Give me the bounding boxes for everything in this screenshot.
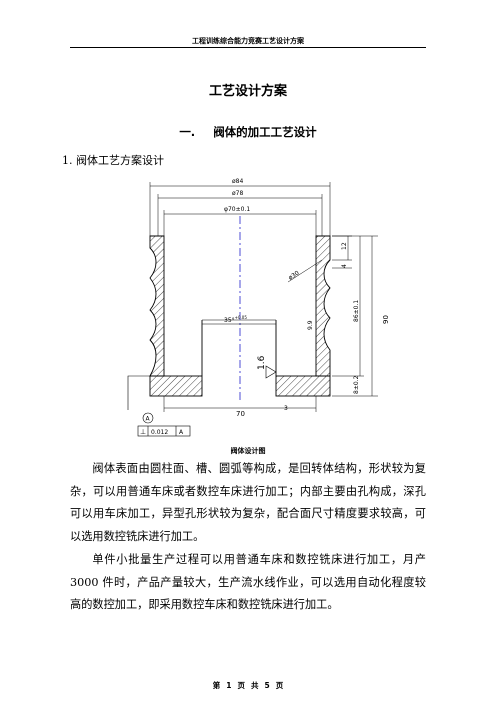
section-title: 阀体的加工工艺设计 [213, 125, 317, 139]
document-title: 工艺设计方案 [208, 84, 287, 99]
dim-70: 70 [236, 410, 245, 418]
header-rule [70, 47, 426, 48]
base-left [149, 375, 203, 397]
dim-d84: ø84 [232, 178, 243, 185]
dim-35: 35°+0.05 [224, 315, 247, 324]
section-number: 一. [179, 125, 196, 139]
dim-d70: φ70±0.1 [224, 206, 250, 213]
tolerance-frame [137, 425, 191, 437]
tolerance-symbol: ⊥ [140, 428, 146, 436]
roughness-symbol [265, 365, 277, 379]
datum-label: A [146, 416, 151, 423]
dim-8: 8±0.2 [353, 375, 360, 394]
dim-90: 90 [382, 315, 390, 324]
section-heading: 一. 阀体的加工工艺设计 [0, 124, 496, 140]
dim-12: 12 [341, 242, 348, 250]
page-number: 1 [226, 681, 232, 690]
tolerance-ref: A [179, 429, 184, 436]
dim-d78: ø78 [232, 190, 243, 197]
right-wall [315, 235, 331, 377]
roughness-value: 1.6 [257, 355, 267, 370]
tolerance-value: 0.012 [151, 429, 168, 436]
page-total: 5 [264, 681, 270, 690]
base-right [275, 375, 331, 397]
datum-a-icon [142, 412, 154, 424]
dim-86: 86±0.1 [353, 300, 360, 322]
dim-4: 4 [341, 264, 348, 268]
dim-d30: ø30 [287, 270, 300, 282]
dim-9.9: 9.9 [307, 320, 314, 330]
figure-caption: 阀体设计图 [230, 447, 266, 455]
paragraph-2: 单件小批量生产过程可以用普通车床和数控铣床进行加工，月产 3000 件时，产品产… [70, 553, 426, 612]
subsection-heading: 1. 阀体工艺方案设计 [62, 154, 164, 167]
paragraph-1: 阀体表面由圆柱面、槽、圆弧等构成，是回转体结构，形状较为复杂，可以用普通车床或者… [70, 462, 426, 543]
dim-3: 3 [284, 405, 288, 412]
valve-body-drawing: ø84 ø78 φ70±0.1 12 4 ø30 9.9 35°+0.05 1.… [127, 178, 390, 437]
left-wall [149, 235, 165, 377]
page-header: 工程训练综合能力竞赛工艺设计方案 [192, 37, 304, 45]
